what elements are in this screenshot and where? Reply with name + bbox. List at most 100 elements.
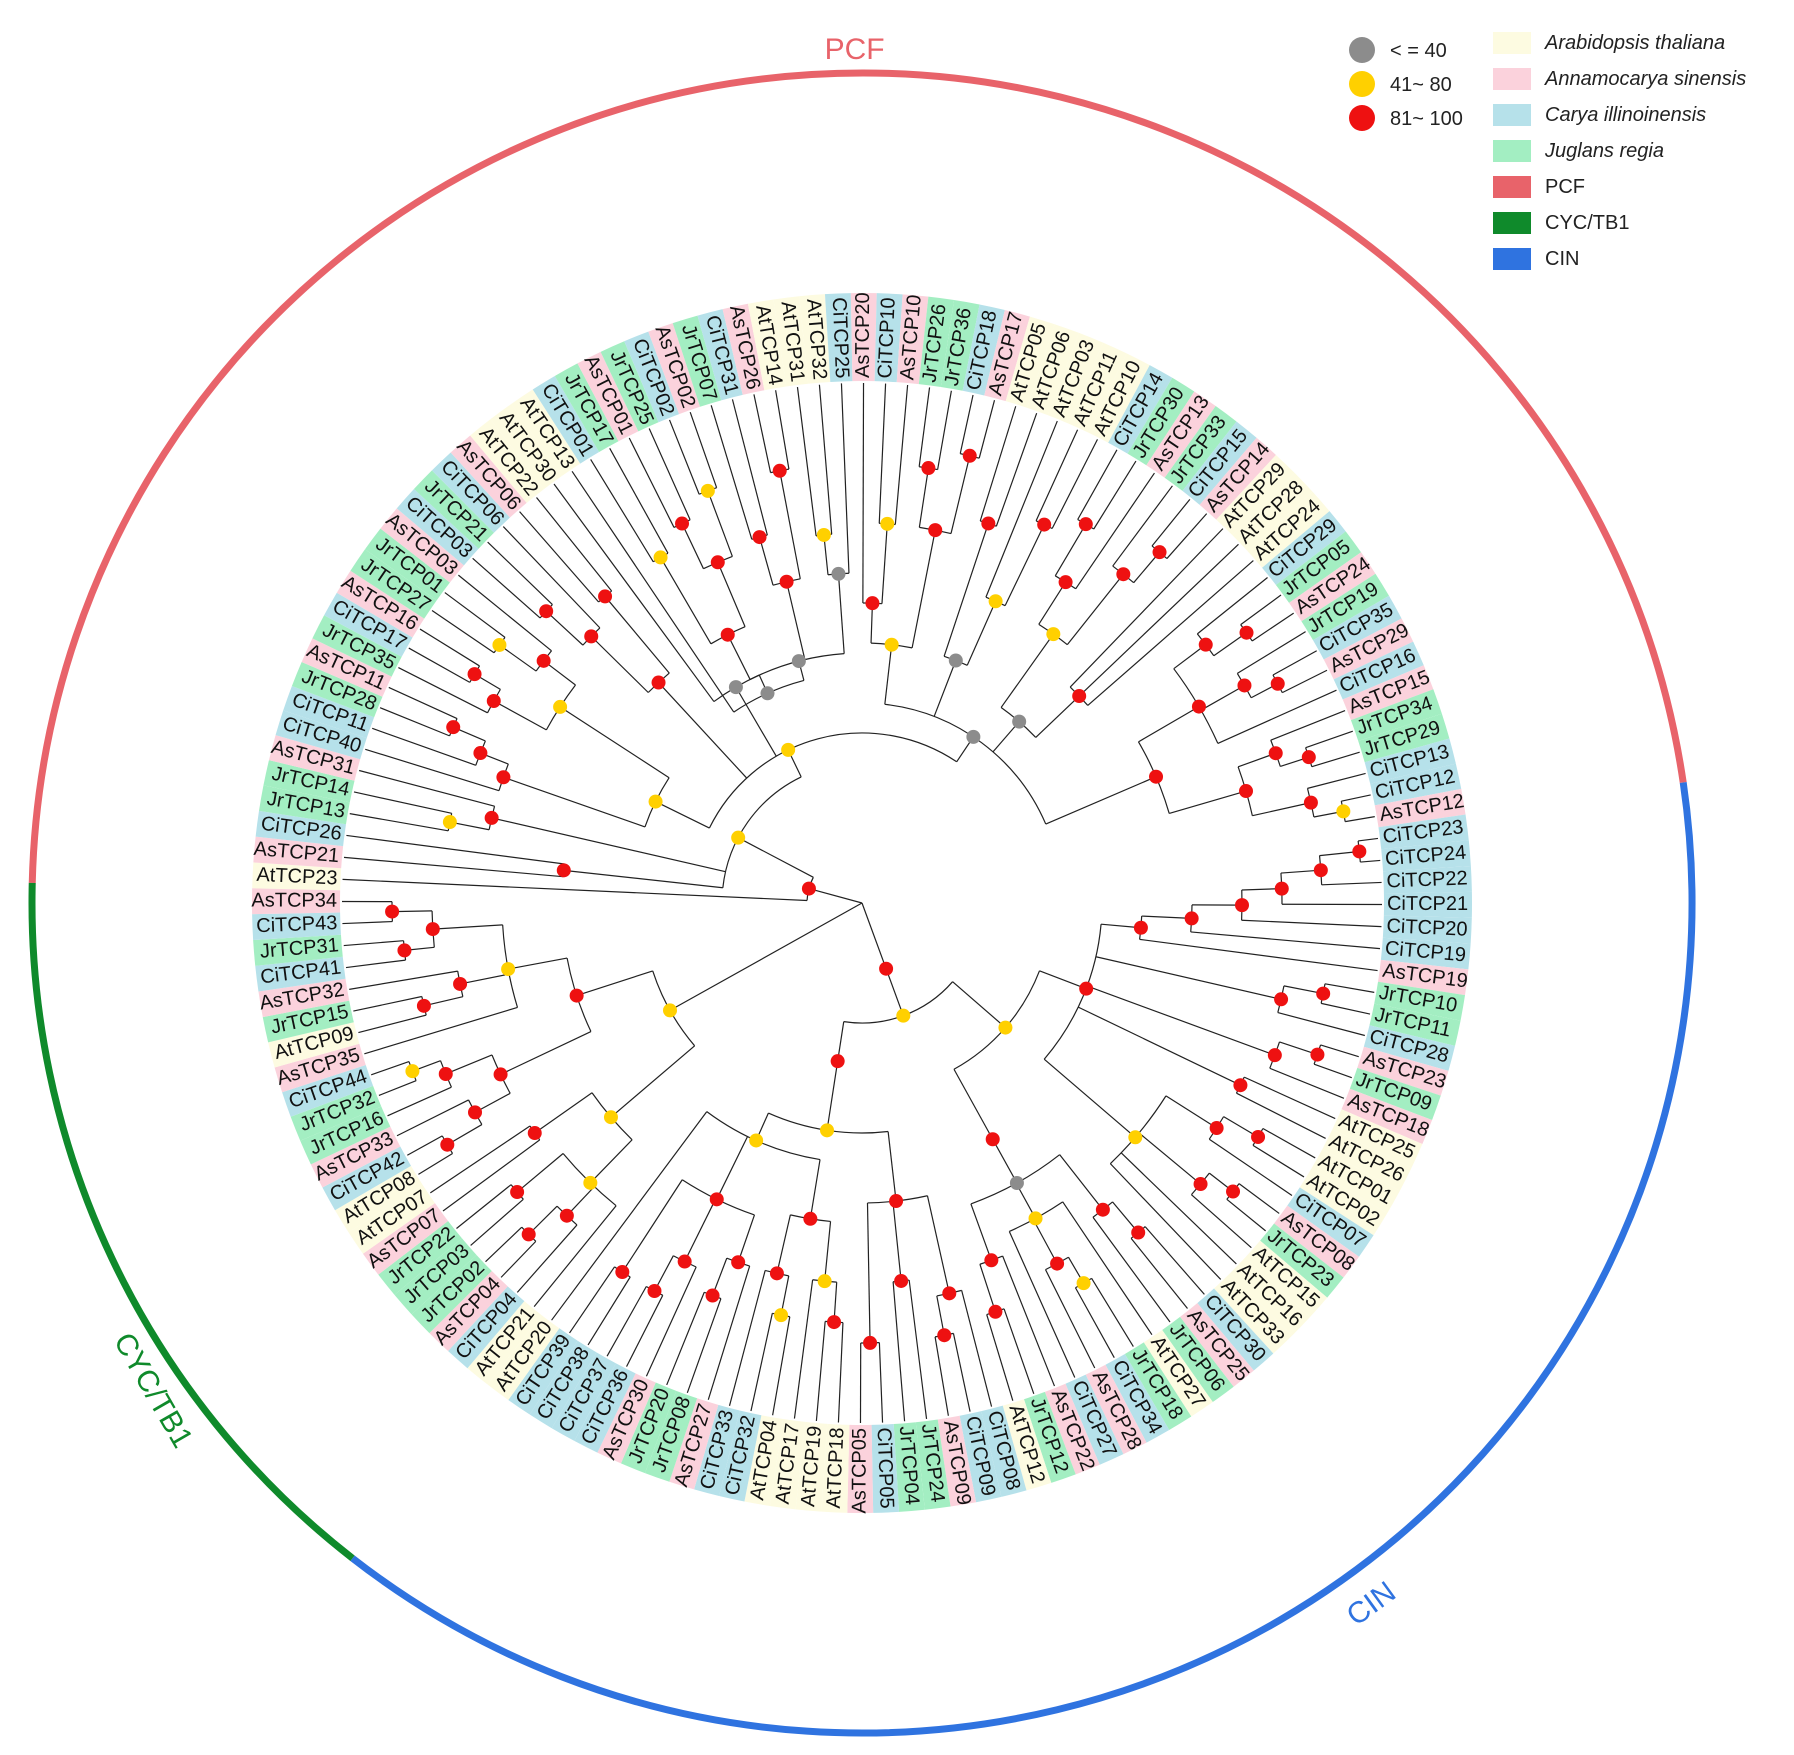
leaf-band	[290, 1085, 382, 1141]
branch-line	[590, 459, 654, 563]
leaf-band	[1180, 1303, 1254, 1387]
support-dot	[988, 594, 1003, 609]
leaf-label-bands	[252, 293, 1473, 1514]
branch-line	[681, 523, 704, 569]
leaf-band	[1364, 738, 1456, 784]
support-dot	[603, 1110, 618, 1125]
branch-line	[979, 1264, 996, 1312]
branch-line	[986, 1314, 1014, 1401]
branch-line	[970, 1203, 992, 1261]
branch-line	[648, 428, 691, 521]
branch-line	[961, 1290, 993, 1407]
branch-line	[372, 727, 477, 766]
support-dot	[1226, 1184, 1241, 1199]
branch-line	[396, 1099, 469, 1137]
branch-line	[1144, 1226, 1205, 1295]
branch-line	[500, 1240, 537, 1278]
support-dot	[442, 815, 457, 830]
branch-line	[793, 1279, 814, 1419]
support-dot	[467, 667, 482, 682]
branch-line	[1138, 706, 1200, 743]
support-dot	[1310, 1047, 1325, 1062]
legend-dot	[1349, 105, 1375, 131]
leaf-band	[1323, 618, 1414, 680]
branch-line	[933, 660, 957, 717]
branch-line	[1324, 983, 1375, 993]
legend-swatch	[1493, 104, 1531, 126]
leaf-band	[1182, 421, 1257, 505]
branch-line	[500, 1031, 592, 1075]
support-dot	[385, 904, 400, 919]
support-dot	[988, 1304, 1003, 1319]
legend-swatch	[1493, 140, 1531, 162]
support-dot	[863, 1335, 878, 1350]
support-dot	[1058, 575, 1073, 590]
support-dot	[598, 589, 613, 604]
branch-line	[1358, 837, 1379, 842]
branch-line	[707, 490, 733, 557]
branch-line	[985, 420, 1058, 598]
leaf-band	[1358, 713, 1450, 763]
branch-line	[534, 1092, 593, 1134]
leaf-band	[312, 615, 402, 677]
support-dot	[1078, 517, 1093, 532]
leaf-band	[255, 956, 346, 992]
support-dot	[653, 550, 668, 565]
support-dot	[496, 770, 511, 785]
branch-line	[655, 801, 710, 829]
leaf-band	[850, 293, 877, 382]
support-dot	[1234, 898, 1249, 913]
support-dot	[831, 566, 846, 581]
support-dot	[928, 523, 943, 538]
leaf-band	[597, 1373, 656, 1464]
support-dot	[942, 1286, 957, 1301]
leaf-band	[1026, 324, 1080, 416]
branch-line	[1270, 709, 1346, 741]
support-dot	[830, 1054, 845, 1069]
support-dot	[1268, 746, 1283, 761]
leaf-band	[1197, 1288, 1274, 1371]
support-dot	[510, 1185, 525, 1200]
leaf-band	[282, 1064, 374, 1117]
leaf-label: CiTCP43	[256, 912, 338, 937]
support-dot	[1237, 678, 1252, 693]
support-dot	[1009, 1176, 1024, 1191]
leaf-label: CiTCP21	[1387, 893, 1468, 915]
leaf-band	[1085, 1364, 1147, 1455]
legend-swatch	[1493, 248, 1531, 270]
leaf-band	[348, 1184, 435, 1254]
branch-line	[407, 1135, 443, 1156]
branch-line	[545, 610, 584, 646]
leaf-band	[669, 1398, 719, 1490]
branch-line	[589, 1139, 633, 1184]
branch-line	[966, 601, 997, 666]
branch-line	[918, 387, 931, 467]
legend-dot	[1349, 37, 1375, 63]
branch-line	[1093, 460, 1137, 530]
leaf-label: AtTCP23	[256, 864, 338, 890]
leaf-band	[1047, 332, 1104, 424]
branch-line	[493, 700, 547, 731]
leaf-band	[554, 363, 619, 453]
support-dot	[486, 693, 501, 708]
branch-line	[1091, 1278, 1134, 1347]
support-dot	[884, 637, 899, 652]
leaf-band	[253, 836, 344, 869]
branch-line	[815, 1321, 826, 1422]
branch-line	[345, 959, 406, 969]
branch-line	[837, 573, 845, 654]
branch-line	[1208, 1138, 1293, 1196]
branch-line	[1277, 1011, 1365, 1037]
leaf-band	[896, 294, 929, 385]
branch-line	[959, 394, 974, 454]
leaf-band	[1357, 1046, 1449, 1096]
leaf-band	[334, 1165, 423, 1233]
branch-line	[878, 383, 887, 524]
branch-line	[587, 1276, 631, 1346]
support-dot	[675, 516, 690, 531]
support-dot	[1209, 1121, 1224, 1136]
branch-line	[563, 869, 723, 889]
legend-label: CIN	[1545, 248, 1579, 270]
leaf-band	[1378, 959, 1469, 996]
